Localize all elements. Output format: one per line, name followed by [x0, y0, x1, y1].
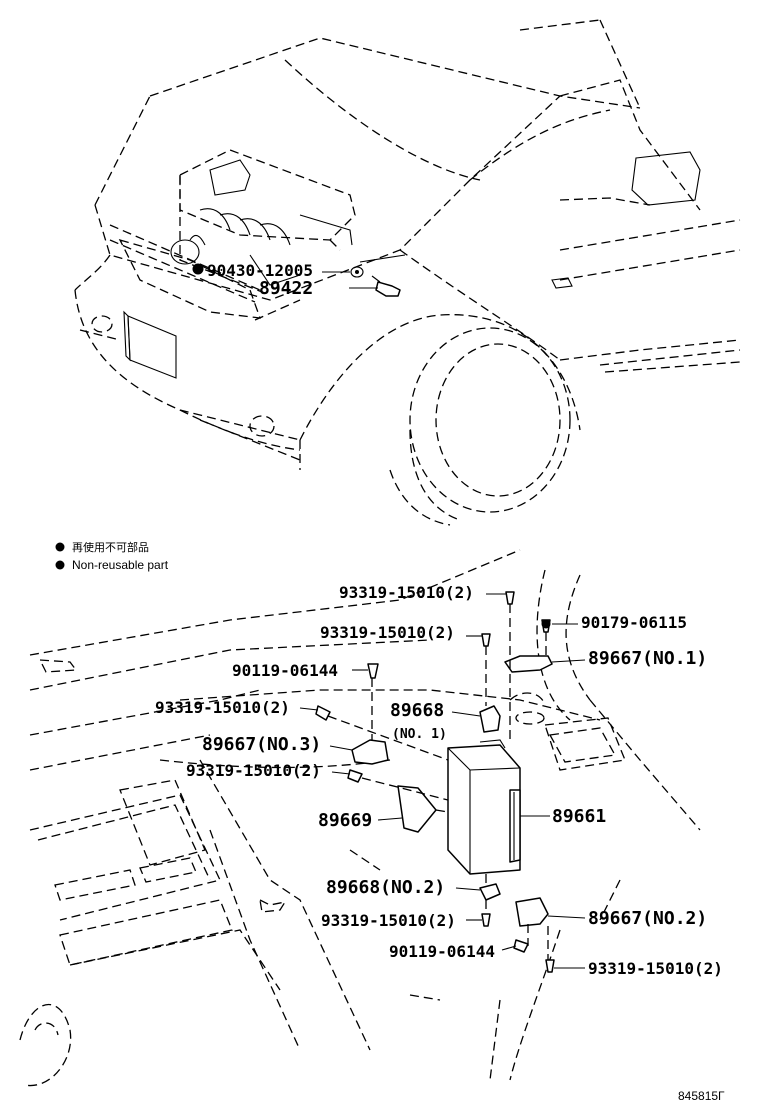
callout-89668-no1-sub: (NO. 1) — [392, 727, 447, 742]
ecu-box — [447, 744, 521, 875]
bracket-89667-no1 — [504, 655, 553, 673]
callout-93319-d: 93319-15010(2) — [186, 761, 321, 780]
legend-bullet-jp — [55, 542, 65, 552]
ecu-assembly — [315, 591, 555, 973]
callout-90430-12005: 90430-12005 — [207, 261, 313, 280]
callout-89669: 89669 — [318, 810, 372, 831]
callout-90119-a: 90119-06144 — [232, 661, 338, 680]
bracket-89668-no2 — [479, 883, 501, 901]
bracket-89668-no1 — [479, 705, 501, 733]
non-reusable-mark — [541, 619, 551, 629]
callout-89668-no2: 89668(NO.2) — [326, 877, 445, 898]
car-front-illustration — [74, 19, 741, 526]
bracket-89667-no3 — [351, 739, 389, 765]
callout-90179-06115: 90179-06115 — [581, 613, 687, 632]
callout-93319-e: 93319-15010(2) — [321, 911, 456, 930]
callout-93319-b: 93319-15010(2) — [320, 623, 455, 642]
dashboard-illustration — [19, 549, 701, 1087]
callout-89667-no3: 89667(NO.3) — [202, 734, 321, 755]
legend-jp: 再使用不可部品 — [72, 540, 149, 554]
legend-bullet-en — [55, 560, 65, 570]
callout-90119-b: 90119-06144 — [389, 942, 495, 961]
non-reusable-mark — [192, 263, 204, 275]
callout-93319-f: 93319-15010(2) — [588, 959, 723, 978]
callout-89422: 89422 — [259, 278, 313, 299]
legend-en: Non-reusable part — [72, 558, 169, 572]
callout-89668-no1: 89668 — [390, 700, 444, 721]
callout-89667-no2: 89667(NO.2) — [588, 908, 707, 929]
callout-93319-c: 93319-15010(2) — [155, 698, 290, 717]
callout-93319-a: 93319-15010(2) — [339, 583, 474, 602]
callout-89667-no1: 89667(NO.1) — [588, 648, 707, 669]
bracket-89667-no2 — [515, 897, 549, 927]
figure-id: 845815Г — [678, 1089, 725, 1103]
legend: 再使用不可部品 Non-reusable part — [55, 540, 169, 572]
plate-89669 — [397, 785, 437, 833]
callout-89661: 89661 — [552, 806, 606, 827]
